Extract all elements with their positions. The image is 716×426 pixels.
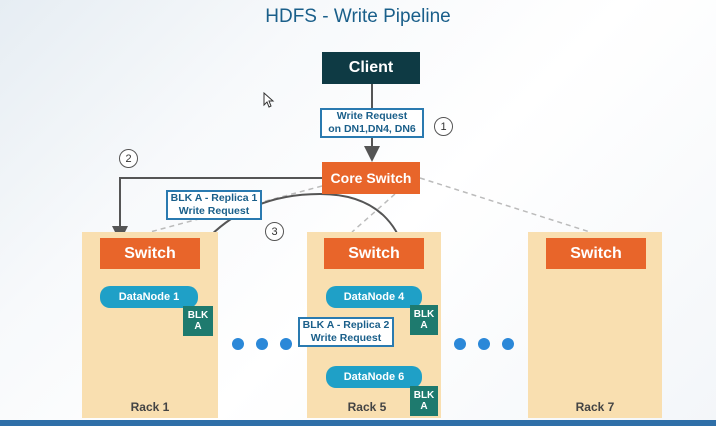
write-request-note: Write Request on DN1,DN4, DN6 — [320, 108, 424, 138]
datanode-6-block: BLK A — [410, 386, 438, 416]
core-to-rack7-dashed — [419, 177, 591, 233]
step2-arrow — [112, 177, 322, 242]
client-box: Client — [322, 52, 420, 84]
replica2-note: BLK A - Replica 2 Write Request — [298, 317, 394, 347]
rack-7-switch: Switch — [546, 238, 646, 269]
step-3-badge: 3 — [265, 222, 284, 241]
ellipsis-dot — [280, 338, 292, 350]
block-label-1: BLK — [413, 309, 435, 320]
replica1-line-2: Write Request — [178, 205, 250, 217]
block-label-2: A — [194, 321, 202, 332]
rack-1-label: Rack 1 — [130, 400, 170, 414]
datanode-1-block: BLK A — [183, 306, 213, 336]
block-label-1: BLK — [187, 310, 209, 321]
datanode-1: DataNode 1 — [100, 286, 198, 308]
block-label-1: BLK — [413, 390, 435, 401]
write-request-line-1: Write Request — [336, 110, 408, 122]
rack-5-label: Rack 5 — [347, 400, 387, 414]
replica1-note: BLK A - Replica 1 Write Request — [166, 190, 262, 220]
step-2-badge: 2 — [119, 149, 138, 168]
rack-5-switch: Switch — [324, 238, 424, 269]
replica2-line-2: Write Request — [310, 332, 382, 344]
core-to-rack1-dashed — [149, 185, 323, 233]
ellipsis-dot — [478, 338, 490, 350]
ellipsis-dot — [232, 338, 244, 350]
write-request-line-2: on DN1,DN4, DN6 — [328, 123, 416, 135]
ellipsis-dot — [454, 338, 466, 350]
step-1-badge: 1 — [434, 117, 453, 136]
replica1-line-1: BLK A - Replica 1 — [170, 192, 258, 204]
bottom-bar — [0, 420, 716, 426]
ellipsis-dot — [502, 338, 514, 350]
page-title: HDFS - Write Pipeline — [265, 6, 451, 27]
rack-1-switch: Switch — [100, 238, 200, 269]
datanode-4-block: BLK A — [410, 305, 438, 335]
cursor-icon — [263, 92, 275, 108]
datanode-6: DataNode 6 — [326, 366, 422, 388]
block-label-2: A — [420, 401, 428, 412]
ellipsis-dot — [256, 338, 268, 350]
core-switch: Core Switch — [322, 162, 420, 194]
core-to-rack5-dashed — [351, 193, 396, 233]
datanode-4: DataNode 4 — [326, 286, 422, 308]
block-label-2: A — [420, 320, 428, 331]
replica2-line-1: BLK A - Replica 2 — [302, 319, 390, 331]
rack-7-label: Rack 7 — [575, 400, 615, 414]
